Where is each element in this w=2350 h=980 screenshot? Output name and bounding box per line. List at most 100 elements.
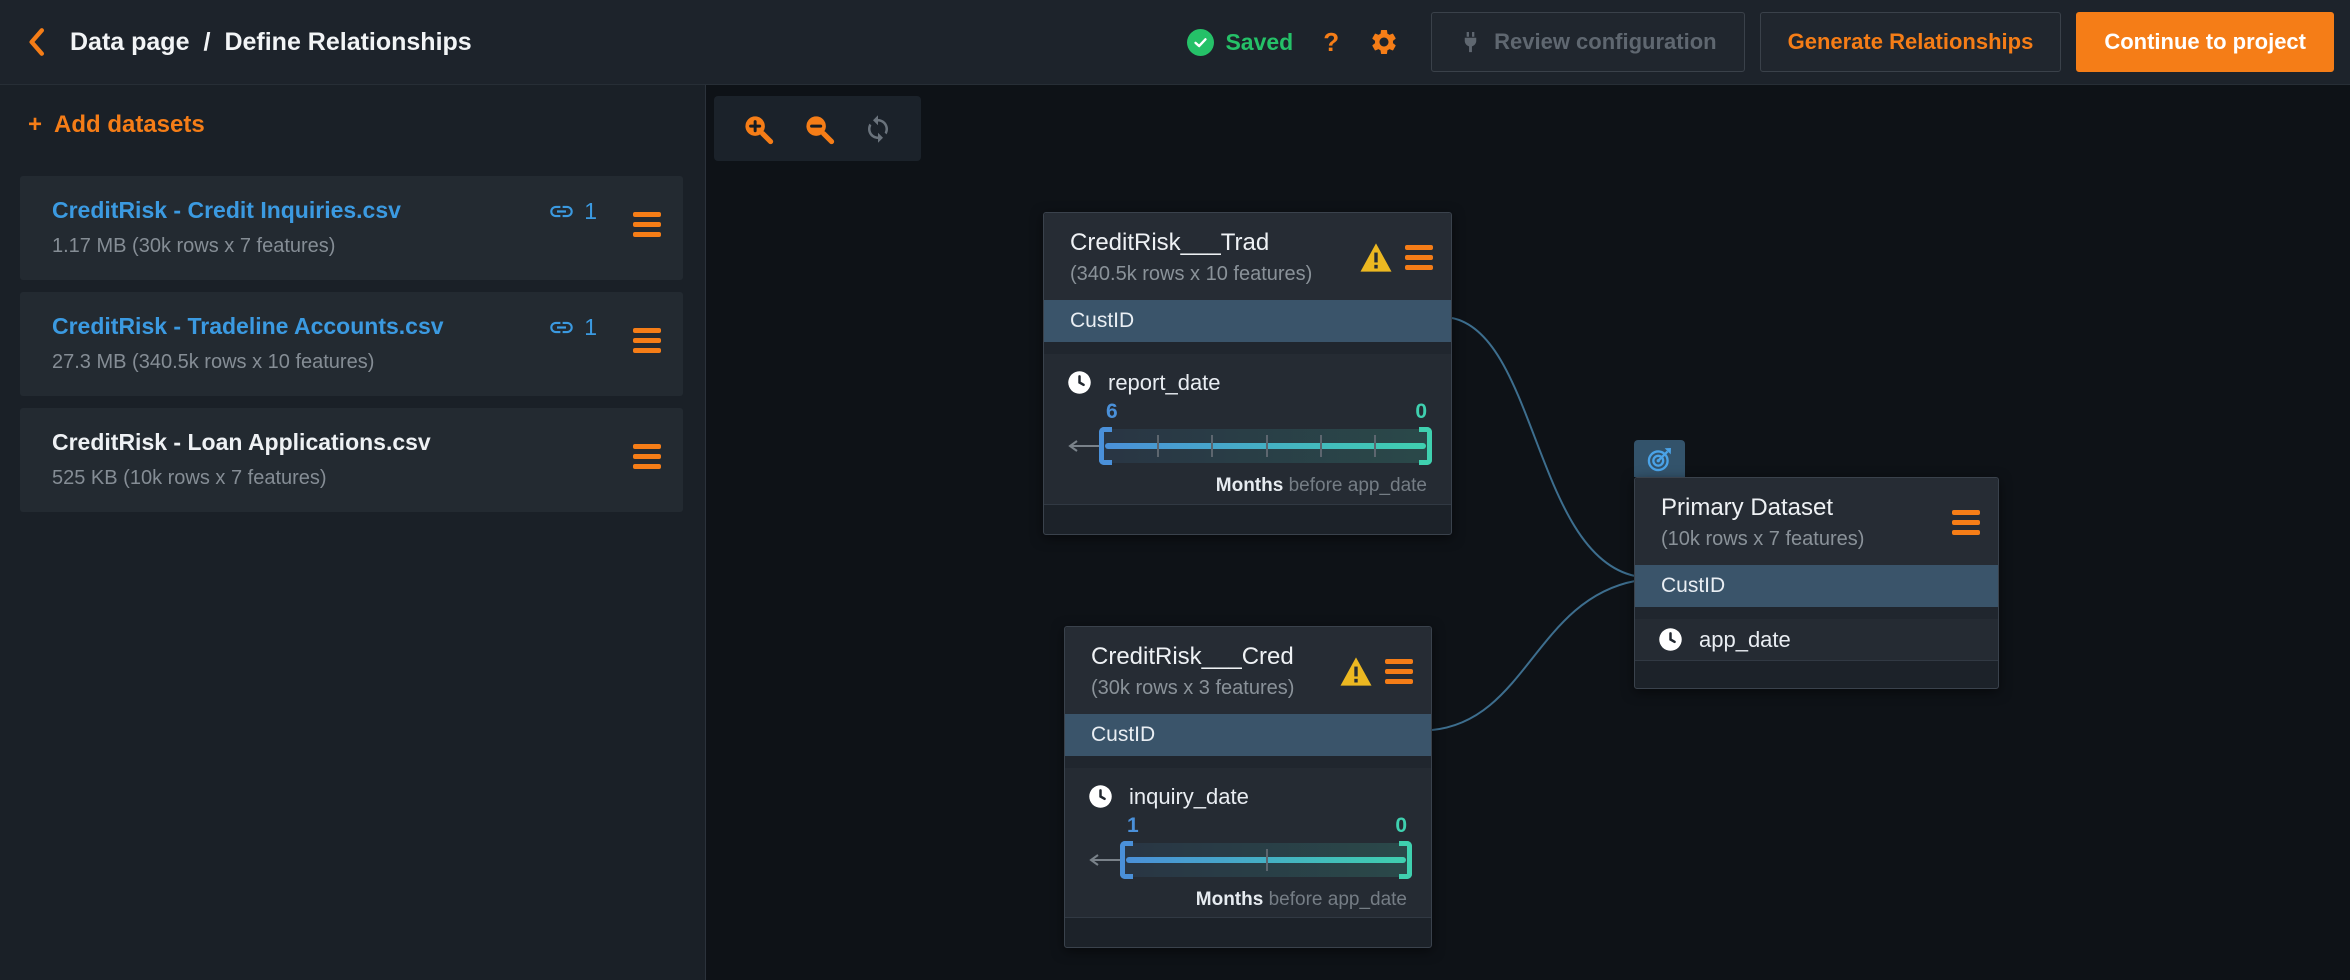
divider [1044,342,1451,354]
primary-target-badge [1634,440,1685,477]
date-feature-label: inquiry_date [1129,783,1249,809]
refresh-button[interactable] [863,114,893,144]
arrow-left-icon [1087,852,1123,868]
window-caption: Months before app_date [1066,475,1429,497]
help-button[interactable]: ? [1323,26,1340,57]
generate-relationships-button[interactable]: Generate Relationships [1759,12,2062,72]
plus-icon: + [28,111,43,138]
dataset-link-count: 1 [548,198,597,225]
slider-tick [1210,435,1213,457]
clock-icon [1089,785,1112,808]
node-header: Primary Dataset (10k rows x 7 features) [1635,478,1998,565]
top-header: Data page / Define Relationships Saved ?… [0,0,2350,85]
chevron-left-icon [29,28,44,56]
node-meta: (340.5k rows x 10 features) [1070,263,1313,285]
date-window-slider[interactable] [1099,427,1432,465]
slider-tick [1265,435,1268,457]
gear-icon [1372,30,1396,54]
slider-tick [1266,849,1268,871]
breadcrumb-section[interactable]: Data page [70,27,190,56]
dataset-name[interactable]: CreditRisk - Credit Inquiries.csv [52,197,401,223]
add-datasets-button[interactable]: + Add datasets [28,111,205,139]
clock-icon [1659,628,1682,651]
node-title: CreditRisk___Trad [1070,229,1270,256]
settings-button[interactable] [1369,27,1399,57]
node-meta: (10k rows x 7 features) [1661,528,1865,550]
node-credit-inquiries[interactable]: CreditRisk___Cred (30k rows x 3 features… [1064,626,1432,948]
dataset-link-count: 1 [548,314,597,341]
add-datasets-label: Add datasets [54,111,205,138]
link-count-value: 1 [584,198,597,224]
breadcrumb: Data page / Define Relationships [70,28,472,57]
dataset-meta: 525 KB (10k rows x 7 features) [52,467,327,489]
slider-tick [1320,435,1322,457]
window-unit: Months [1195,889,1264,910]
node-title: CreditRisk___Cred [1091,643,1294,670]
dataset-meta: 1.17 MB (30k rows x 7 features) [52,235,336,257]
refresh-icon [868,114,888,143]
node-menu-button[interactable] [1952,510,1980,535]
review-configuration-button[interactable]: Review configuration [1431,12,1745,72]
plug-icon [1464,31,1477,52]
date-feature-row: app_date [1635,619,1998,660]
dataset-card-tradeline-accounts[interactable]: CreditRisk - Tradeline Accounts.csv 27.3… [20,292,683,396]
link-icon [550,205,573,218]
zoom-out-icon [805,115,834,144]
dataset-menu-button[interactable] [633,328,661,353]
date-feature-label: report_date [1108,369,1221,395]
node-primary-dataset[interactable]: Primary Dataset (10k rows x 7 features) … [1634,477,1999,689]
divider [1635,607,1998,619]
join-key-custid[interactable]: CustID [1065,714,1431,756]
back-button[interactable] [16,18,56,66]
window-start-value: 6 [1106,400,1118,423]
datasets-sidebar: + Add datasets CreditRisk - Credit Inqui… [0,85,706,980]
clock-icon [1068,371,1091,394]
date-window-section: report_date 6 0 [1044,354,1451,504]
join-key-custid[interactable]: CustID [1044,300,1451,342]
dataset-menu-button[interactable] [633,444,661,469]
window-end-value: 0 [1395,814,1407,837]
relationship-canvas[interactable]: CreditRisk___Trad (340.5k rows x 10 feat… [706,85,2350,980]
arrow-left-icon [1066,438,1102,454]
dataset-menu-button[interactable] [633,212,661,237]
window-end-value: 0 [1415,400,1427,423]
window-suffix: before app_date [1268,889,1407,910]
window-suffix: before app_date [1288,475,1427,496]
zoom-in-button[interactable] [742,113,774,145]
continue-to-project-label: Continue to project [2104,29,2306,54]
save-status-label: Saved [1225,28,1294,55]
slider-tick [1374,435,1377,457]
node-menu-button[interactable] [1385,659,1413,684]
slider-handle-start[interactable] [1120,841,1133,879]
node-tradeline[interactable]: CreditRisk___Trad (340.5k rows x 10 feat… [1043,212,1452,535]
canvas-toolbar [714,96,921,161]
window-caption: Months before app_date [1087,889,1409,911]
node-menu-button[interactable] [1405,245,1433,270]
link-count-value: 1 [584,314,597,340]
zoom-in-icon [745,115,774,144]
dataset-card-loan-applications[interactable]: CreditRisk - Loan Applications.csv 525 K… [20,408,683,512]
continue-to-project-button[interactable]: Continue to project [2076,12,2334,72]
date-window-section: inquiry_date 1 0 [1065,768,1431,917]
warning-icon[interactable] [1359,242,1393,273]
link-icon [550,321,573,334]
date-window-slider[interactable] [1120,841,1412,879]
dataset-name[interactable]: CreditRisk - Tradeline Accounts.csv [52,313,444,339]
node-title: Primary Dataset [1661,494,1834,521]
node-footer [1065,917,1431,947]
slider-handle-end[interactable] [1399,841,1412,879]
slider-tick [1156,435,1159,457]
join-key-custid[interactable]: CustID [1635,565,1998,607]
dataset-card-credit-inquiries[interactable]: CreditRisk - Credit Inquiries.csv 1.17 M… [20,176,683,280]
generate-relationships-label: Generate Relationships [1787,29,2034,54]
node-header: CreditRisk___Cred (30k rows x 3 features… [1065,627,1431,714]
divider [1065,756,1431,768]
zoom-out-button[interactable] [803,113,835,145]
slider-handle-start[interactable] [1099,427,1112,465]
slider-handle-end[interactable] [1419,427,1432,465]
check-circle-icon [1187,28,1215,56]
warning-icon[interactable] [1339,656,1373,687]
target-icon [1647,447,1671,471]
connection-lines [1431,317,1636,731]
date-feature-label: app_date [1699,626,1791,652]
